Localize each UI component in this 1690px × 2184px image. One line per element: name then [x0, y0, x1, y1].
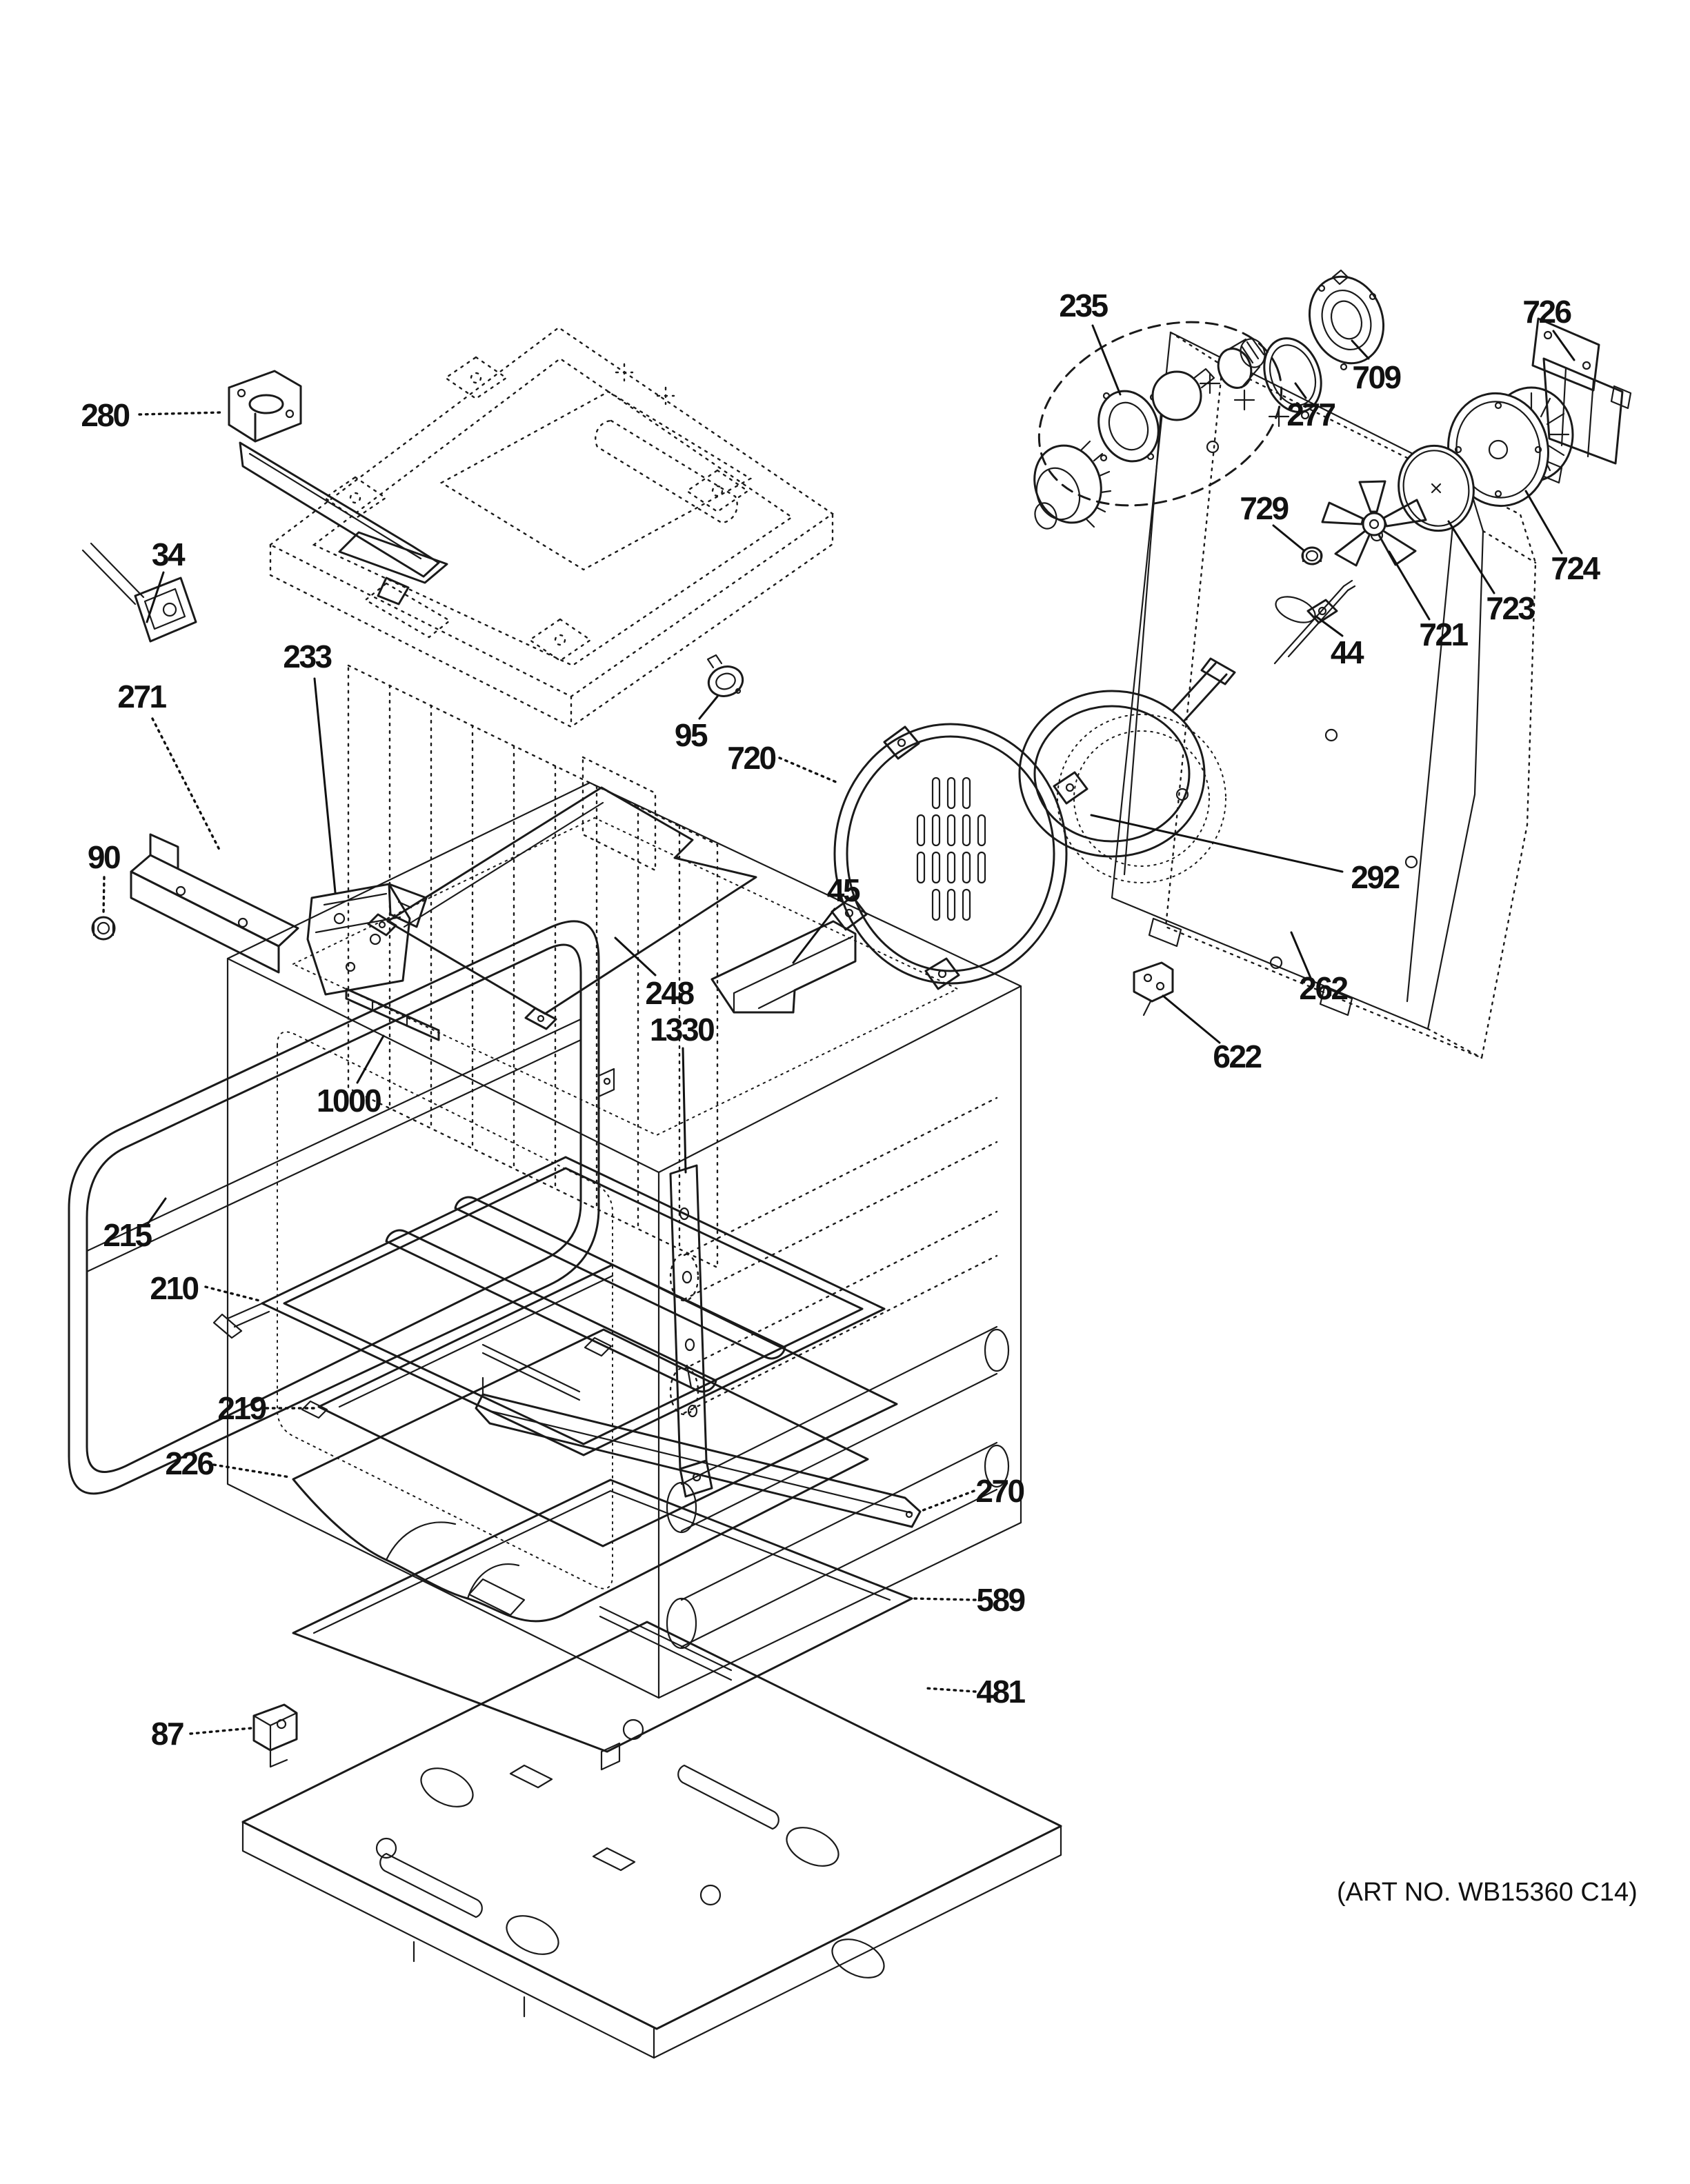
part-label-45: 45 [827, 872, 860, 908]
part-label-90: 90 [88, 839, 120, 875]
part-label-219: 219 [217, 1390, 266, 1426]
part-235-lamp-assembly [1033, 321, 1283, 530]
leader-line-271 [151, 717, 221, 851]
leader-line-724 [1524, 490, 1563, 554]
part-label-226: 226 [165, 1445, 213, 1481]
part-label-1000: 1000 [317, 1083, 381, 1119]
leader-line-235 [1091, 324, 1122, 396]
part-210-bake-element [212, 1156, 886, 1456]
part-label-44: 44 [1331, 634, 1364, 670]
cavity-body [226, 781, 1022, 1699]
leader-line-292 [1090, 814, 1344, 873]
part-label-210: 210 [150, 1270, 198, 1306]
insulation-rolls [666, 1096, 1010, 1650]
part-label-262: 262 [1299, 970, 1347, 1006]
leader-line-90 [102, 876, 106, 916]
part-729-fan-nut [1301, 546, 1323, 565]
leader-line-277 [1294, 382, 1307, 399]
part-709-lamp-cover [1308, 269, 1385, 371]
leader-line-45 [792, 908, 836, 964]
part-label-721: 721 [1419, 617, 1468, 652]
leader-line-622 [1162, 994, 1221, 1044]
part-45-duct [710, 920, 857, 1014]
part-label-271: 271 [117, 679, 166, 714]
part-87-clip [252, 1703, 298, 1768]
part-label-709: 709 [1352, 359, 1400, 395]
part-label-622: 622 [1213, 1039, 1261, 1074]
part-622-clip [1133, 961, 1174, 1016]
part-label-292: 292 [1351, 859, 1399, 895]
leader-line-726 [1552, 330, 1575, 361]
part-271-bracket [130, 833, 299, 974]
leader-line-34 [146, 571, 165, 623]
part-label-589: 589 [976, 1582, 1024, 1618]
part-label-215: 215 [103, 1217, 152, 1253]
art-number: (ART NO. WB15360 C14) [1337, 1878, 1638, 1907]
leader-line-248 [614, 936, 657, 976]
lamp-housing [1097, 390, 1160, 463]
leader-line-280 [138, 411, 223, 416]
leader-line-270 [922, 1490, 975, 1512]
leader-line-215 [145, 1197, 167, 1228]
part-label-235: 235 [1059, 288, 1108, 323]
part-label-277: 277 [1286, 397, 1335, 432]
part-44-temperature-probe [1273, 579, 1356, 665]
leader-line-1000 [356, 1034, 385, 1084]
part-720-fan-cover [831, 723, 1088, 990]
leader-line-210 [204, 1285, 261, 1302]
part-label-729: 729 [1240, 490, 1288, 526]
part-34-switch [81, 542, 197, 643]
part-label-481: 481 [976, 1674, 1025, 1710]
part-233-latch-bracket [306, 883, 428, 996]
part-label-723: 723 [1486, 590, 1534, 626]
part-215-front-frame [68, 920, 615, 1495]
part-label-248: 248 [645, 975, 694, 1011]
leader-line-95 [698, 695, 719, 720]
leader-line-262 [1290, 931, 1312, 979]
leader-line-729 [1272, 524, 1305, 552]
part-label-724: 724 [1551, 550, 1600, 586]
part-label-280: 280 [81, 397, 129, 433]
part-95-ring [706, 654, 744, 697]
part-1330-bracket-strip [669, 1164, 713, 1498]
part-label-34: 34 [152, 537, 186, 572]
part-589-bottom-shield [292, 1479, 913, 1771]
part-277-gasket [1263, 337, 1322, 420]
part-label-87: 87 [151, 1716, 183, 1752]
leader-line-226 [212, 1463, 291, 1479]
lamp-socket [1217, 338, 1266, 389]
lamp-bulb [1151, 368, 1215, 421]
part-label-726: 726 [1522, 294, 1571, 330]
leader-line-481 [924, 1687, 977, 1693]
part-292-convection-element [1018, 657, 1236, 858]
part-label-1330: 1330 [650, 1012, 714, 1048]
lamp-lens [1033, 440, 1112, 530]
part-label-270: 270 [975, 1473, 1024, 1509]
part-label-720: 720 [727, 740, 775, 776]
callout-labels: 280 34 271 233 90 95 720 235 709 277 726 729 44 721 72… [81, 288, 1602, 1752]
leader-line-709 [1351, 339, 1370, 360]
leader-line-721 [1388, 550, 1431, 621]
part-280-anti-tip-bracket [228, 370, 448, 605]
part-219-panel [301, 1263, 898, 1547]
phantom-top-panel [268, 326, 835, 728]
leader-line-233 [313, 677, 337, 894]
part-481-base-panel [241, 1621, 1062, 2059]
part-1000-rail [345, 988, 440, 1041]
part-721-convection-fan-blade [1321, 480, 1427, 567]
part-262-insulation-panel [1164, 331, 1537, 1059]
part-723-fan-baffle-disc [1398, 444, 1475, 532]
part-226-insulation-sheet [292, 1328, 869, 1623]
leader-line-44 [1315, 615, 1344, 637]
part-270-front-rail [475, 1376, 922, 1528]
part-label-95: 95 [675, 717, 708, 753]
leader-line-1330 [682, 1047, 687, 1174]
part-90-grommet [91, 916, 116, 941]
leader-line-723 [1447, 520, 1495, 594]
part-label-233: 233 [283, 639, 331, 674]
